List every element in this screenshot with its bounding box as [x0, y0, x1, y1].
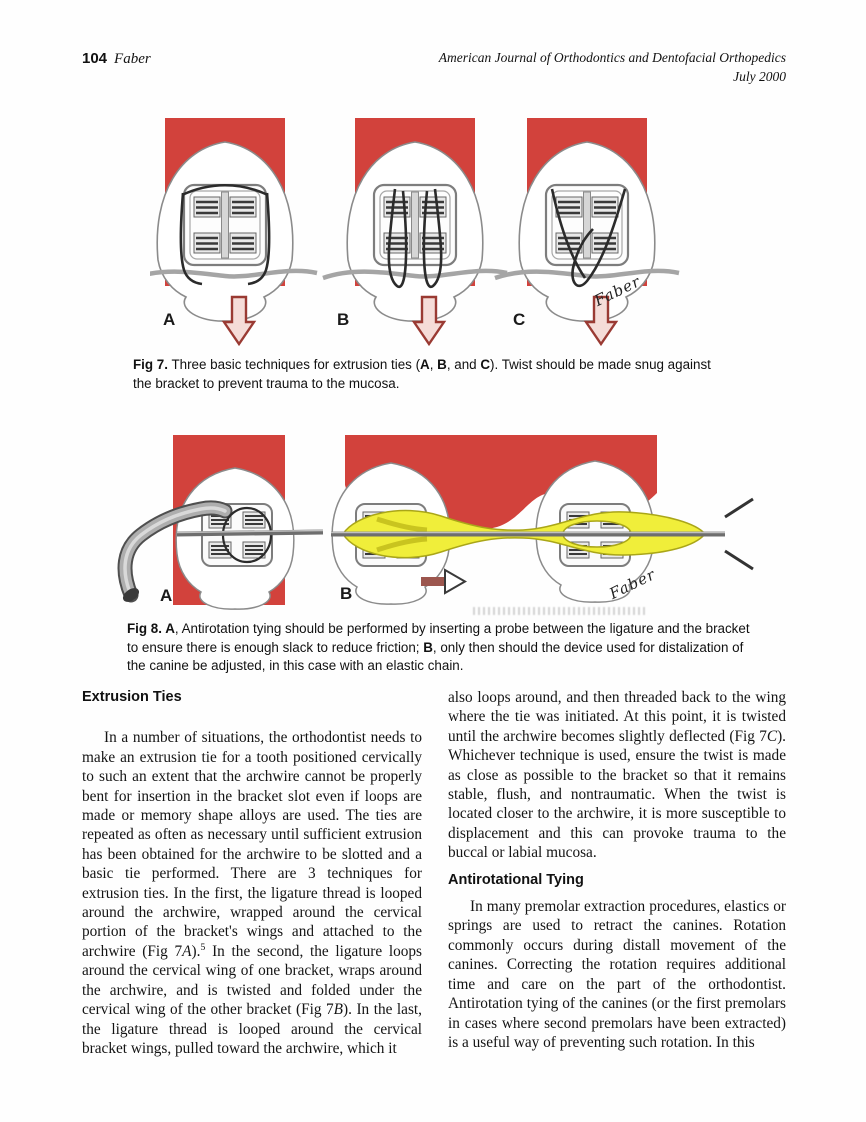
gingiva-background [345, 435, 657, 530]
running-header-left: 104 Faber [82, 50, 151, 68]
archwire-highlight [176, 529, 324, 534]
bracket [184, 185, 266, 265]
fig8-caption: Fig 8. A, Antirotation tying should be p… [127, 621, 750, 673]
figure-7: A B C Faber [150, 115, 745, 350]
archwire [150, 268, 318, 279]
running-header-right: American Journal of Orthodontics and Den… [439, 48, 786, 86]
journal-title: American Journal of Orthodontics and Den… [438, 50, 786, 65]
ligature-tie-c [550, 188, 627, 288]
paragraph-antirotational-tying: In many premolar extraction procedures, … [448, 898, 786, 1051]
fig8-panel-a [117, 435, 324, 610]
archwire [322, 268, 508, 281]
illegible-watermark [473, 607, 645, 615]
fig7-label-a: A [163, 310, 176, 329]
figure-7-artwork [150, 118, 680, 346]
left-column: Extrusion Ties In a number of situations… [82, 688, 422, 1058]
fig8-label-a: A [160, 586, 173, 605]
page-number: 104 [82, 50, 108, 67]
fig8-label-b: B [340, 584, 353, 603]
wire-end-ticks [724, 497, 754, 571]
fig7-panel-a [150, 118, 318, 346]
probe [117, 500, 233, 603]
paragraph-extrusion-ties-continued: also loops around, and then threaded bac… [448, 689, 786, 862]
fig7-label-b: B [337, 310, 350, 329]
running-author: Faber [114, 51, 151, 67]
fig8-panel-b [331, 435, 754, 605]
section-heading-extrusion-ties: Extrusion Ties [82, 689, 182, 705]
figure-8-artwork [117, 435, 754, 610]
ligature-tie-b [387, 188, 443, 289]
archwire [494, 268, 680, 281]
figure-8: A B Faber [85, 423, 785, 618]
right-column: also loops around, and then threaded bac… [448, 688, 786, 1052]
fig7-panel-c [494, 118, 680, 346]
bracket [374, 185, 456, 265]
archwire [176, 529, 324, 537]
bracket [546, 185, 628, 265]
section-heading-antirotational-tying: Antirotational Tying [448, 871, 584, 888]
issue-date: July 2000 [733, 69, 786, 84]
paragraph-extrusion-ties: In a number of situations, the orthodont… [82, 729, 422, 1057]
fig7-label-c: C [513, 310, 526, 329]
ligature-tie-a [179, 183, 271, 286]
fig7-panel-b [322, 118, 508, 346]
distalization-arrow-icon [421, 568, 468, 595]
fig7-caption: Fig 7. Three basic techniques for extrus… [133, 357, 711, 391]
